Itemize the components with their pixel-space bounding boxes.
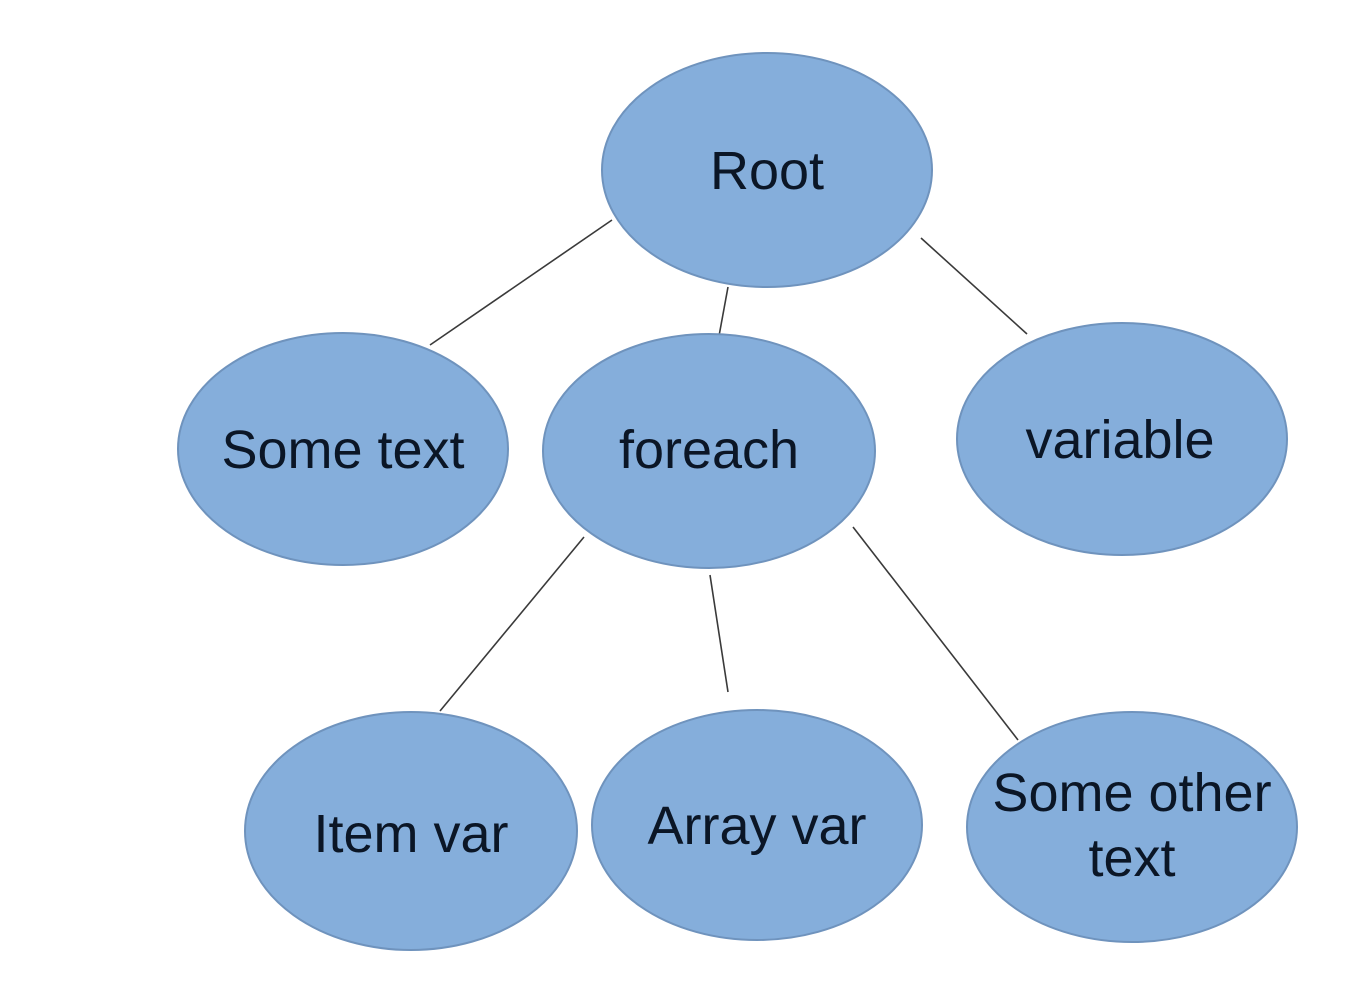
node-some-text-label: Some text bbox=[221, 420, 464, 480]
node-variable: variable bbox=[956, 322, 1288, 556]
node-foreach: foreach bbox=[542, 333, 876, 569]
edge-foreach-array-var bbox=[709, 574, 729, 693]
node-root-label: Root bbox=[710, 141, 824, 201]
edge-foreach-item-var bbox=[439, 536, 585, 712]
node-array-var: Array var bbox=[591, 709, 923, 941]
edge-foreach-some-other-text bbox=[852, 526, 1019, 741]
node-item-var: Item var bbox=[244, 711, 578, 951]
node-item-var-label: Item var bbox=[313, 804, 508, 864]
node-some-other-text-label-line2: text bbox=[1088, 828, 1175, 888]
node-variable-label: variable bbox=[1025, 410, 1214, 470]
node-foreach-label: foreach bbox=[619, 420, 799, 480]
node-array-var-label: Array var bbox=[647, 796, 866, 856]
edge-root-foreach bbox=[718, 286, 729, 337]
node-some-other-text-label-line1: Some other bbox=[992, 763, 1271, 823]
node-root: Root bbox=[601, 52, 933, 288]
edge-root-variable bbox=[920, 237, 1028, 335]
edge-root-some-text bbox=[429, 219, 613, 346]
node-some-text: Some text bbox=[177, 332, 509, 566]
node-some-other-text: Some other text bbox=[966, 711, 1298, 943]
